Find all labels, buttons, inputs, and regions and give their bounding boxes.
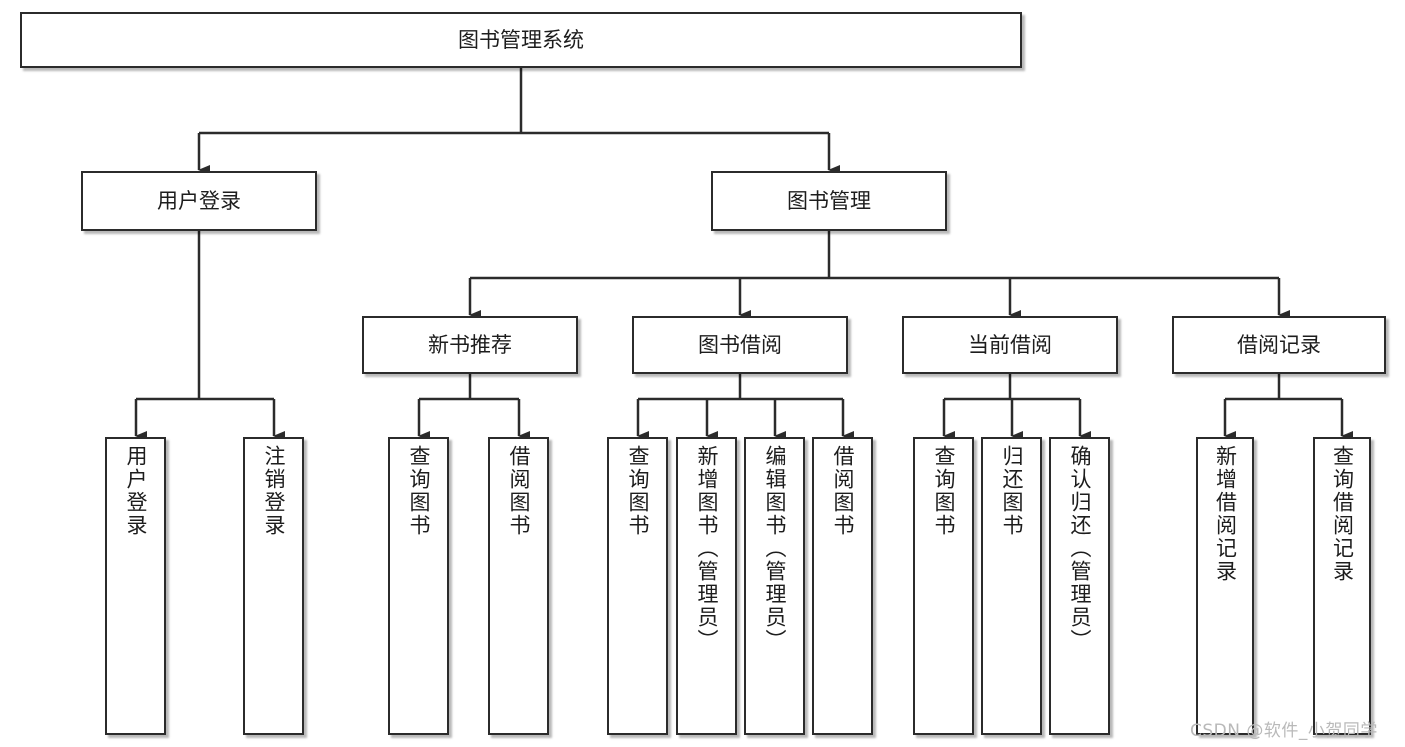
node-label: 查询图书 — [626, 445, 650, 537]
node-label: 查询图书 — [407, 445, 431, 537]
node-current-borrow[interactable]: 当前借阅 — [902, 316, 1118, 374]
node-label: 确认归还（管理员） — [1068, 445, 1092, 652]
node-label: 用户登录 — [124, 445, 148, 537]
node-label: 图书管理 — [787, 188, 871, 213]
node-leaf-edit-book[interactable]: 编辑图书（管理员） — [744, 437, 805, 735]
node-leaf-query-book-rec[interactable]: 查询图书 — [388, 437, 449, 735]
node-label: 新书推荐 — [428, 332, 512, 357]
node-new-book-rec[interactable]: 新书推荐 — [362, 316, 578, 374]
node-leaf-borrow-book[interactable]: 借阅图书 — [812, 437, 873, 735]
node-label: 图书借阅 — [698, 332, 782, 357]
node-leaf-confirm-return[interactable]: 确认归还（管理员） — [1049, 437, 1110, 735]
node-label: 图书管理系统 — [458, 27, 584, 52]
node-label: 查询借阅记录 — [1330, 445, 1355, 583]
node-label: 用户登录 — [157, 188, 241, 213]
node-book-manage[interactable]: 图书管理 — [711, 171, 947, 231]
csdn-watermark: CSDN @软件_小贺同学 — [1190, 721, 1378, 741]
node-label: 新增图书（管理员） — [695, 445, 719, 652]
node-leaf-query-record[interactable]: 查询借阅记录 — [1313, 437, 1371, 735]
node-user-login[interactable]: 用户登录 — [81, 171, 317, 231]
node-label: 注销登录 — [262, 445, 286, 537]
node-label: 借阅记录 — [1237, 332, 1321, 357]
node-label: 借阅图书 — [507, 445, 531, 537]
node-label: 借阅图书 — [831, 445, 855, 537]
node-label: 新增借阅记录 — [1213, 445, 1238, 583]
node-leaf-user-login[interactable]: 用户登录 — [105, 437, 166, 735]
node-label: 归还图书 — [1000, 445, 1024, 537]
node-label: 当前借阅 — [968, 332, 1052, 357]
node-leaf-borrow-book-rec[interactable]: 借阅图书 — [488, 437, 549, 735]
node-leaf-add-book[interactable]: 新增图书（管理员） — [676, 437, 737, 735]
node-leaf-logout-login[interactable]: 注销登录 — [243, 437, 304, 735]
node-leaf-query-book-cur[interactable]: 查询图书 — [913, 437, 974, 735]
node-leaf-return-book[interactable]: 归还图书 — [981, 437, 1042, 735]
node-label: 编辑图书（管理员） — [763, 445, 787, 652]
node-book-borrow[interactable]: 图书借阅 — [632, 316, 848, 374]
node-leaf-query-book-borrow[interactable]: 查询图书 — [607, 437, 668, 735]
node-root[interactable]: 图书管理系统 — [20, 12, 1022, 68]
node-leaf-add-record[interactable]: 新增借阅记录 — [1196, 437, 1254, 735]
node-borrow-record[interactable]: 借阅记录 — [1172, 316, 1386, 374]
node-label: 查询图书 — [932, 445, 956, 537]
